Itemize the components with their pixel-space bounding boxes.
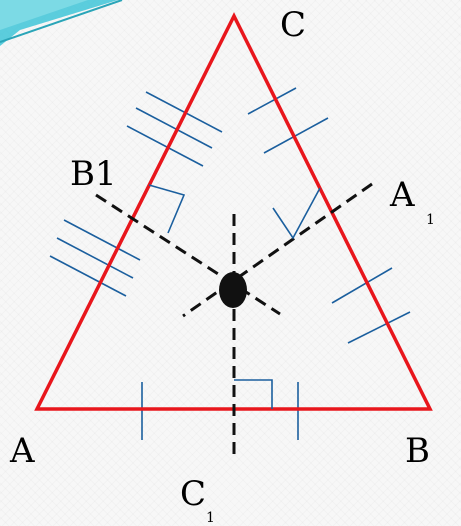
- vertex-label-c: C: [280, 5, 306, 45]
- foot-label-c1: C: [180, 474, 206, 514]
- right-angle-c1: [234, 379, 273, 409]
- vertex-label-b: B: [405, 431, 430, 471]
- vertex-label-a: A: [9, 431, 35, 471]
- right-angle-b1: [148, 184, 186, 234]
- foot-label-a1-subscript: 1: [426, 212, 435, 228]
- bisector-from-a: [95, 193, 281, 316]
- corner-ribbon-decoration: [0, 0, 123, 46]
- dashed-bisectors: [95, 182, 373, 460]
- bisector-from-b: [182, 182, 373, 318]
- right-angle-a1: [272, 187, 321, 240]
- right-angle-marks: [148, 184, 321, 409]
- foot-label-c1-subscript: 1: [206, 510, 215, 526]
- foot-label-a1: A: [389, 175, 415, 215]
- incenter-point: [219, 272, 247, 308]
- tick-marks: [49, 87, 411, 440]
- foot-label-b1: B1: [70, 154, 117, 194]
